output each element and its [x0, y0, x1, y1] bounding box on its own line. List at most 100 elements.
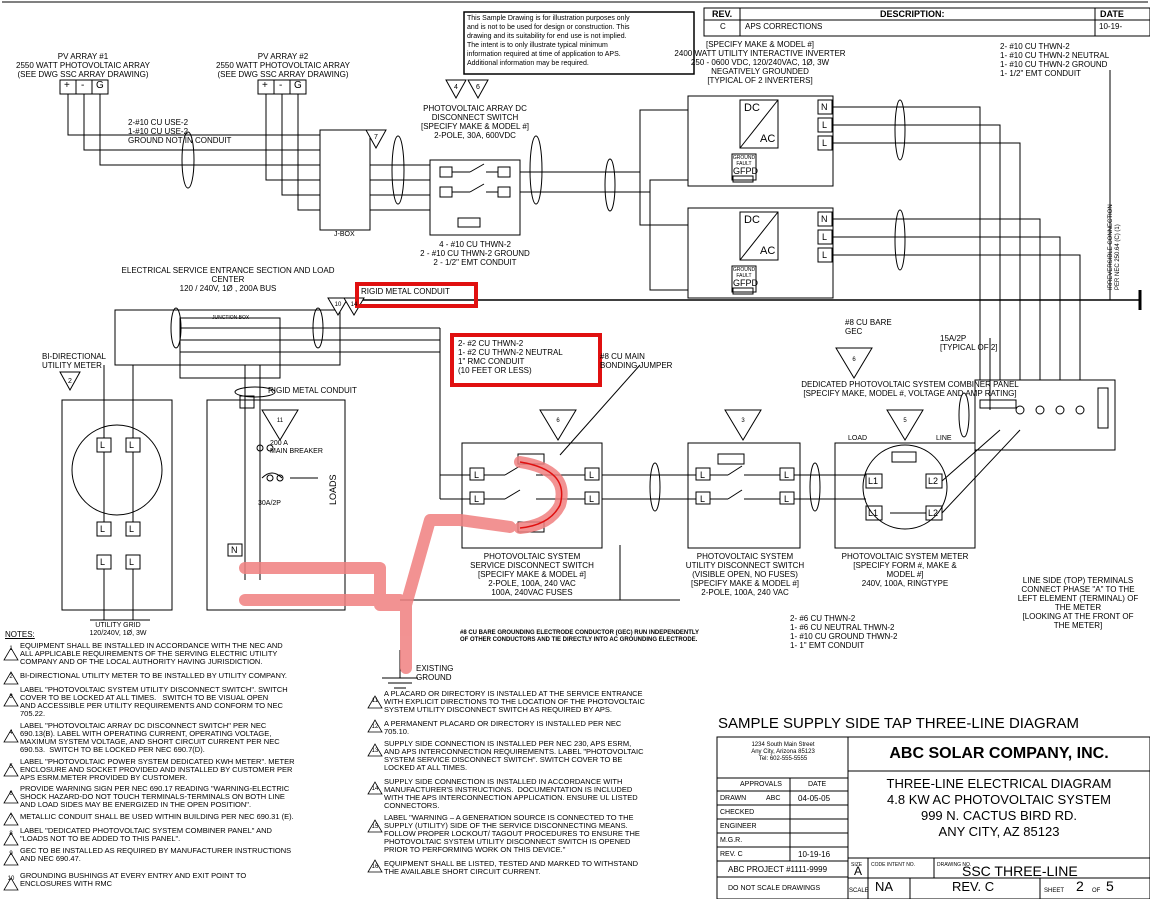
note-text: A PERMANENT PLACARD OR DIRECTORY IS INST…: [384, 719, 622, 736]
rev-row-date: 10-19-: [1099, 22, 1123, 31]
drawn-by: ABC: [766, 795, 781, 802]
note-number: 16: [371, 864, 379, 870]
note-text: LABEL "DEDICATED PHOTOVOLTAIC SYSTEM COM…: [20, 826, 272, 843]
array2-minus-terminal: -: [279, 80, 283, 91]
load-center-n-terminal: N: [231, 545, 238, 555]
flag-10: 10: [334, 302, 342, 308]
flag-6c: 6: [556, 418, 560, 424]
existing-ground-label: EXISTING GROUND: [416, 664, 454, 682]
util-disc-l-left-top: L: [700, 470, 706, 480]
company-address: 1234 South Main Street Any City, Arizona…: [751, 742, 815, 762]
project-number: ABC PROJECT #1111-9999: [728, 865, 828, 874]
note-text: METALLIC CONDUIT SHALL BE USED WITHIN BU…: [20, 812, 294, 821]
main-bonding-jumper-label: #8 CU MAIN BONDING JUMPER: [600, 352, 673, 370]
pv-meter-l1-bot: L1: [868, 508, 879, 518]
engineer-label: ENGINEER: [720, 823, 757, 830]
scale-value: NA: [875, 879, 894, 894]
rev-row-rev: C: [720, 22, 726, 31]
company-name: ABC SOLAR COMPANY, INC.: [889, 745, 1109, 762]
meter-l-upper-right: L: [129, 440, 135, 450]
inverter2-l2-terminal: L: [822, 250, 828, 260]
inverter2-ground-fault: GROUND FAULT: [732, 267, 756, 279]
note-number: 14: [371, 786, 379, 792]
pv-meter-l2-bot: L2: [928, 508, 939, 518]
inverter1-l2-terminal: L: [822, 138, 828, 148]
jbox-label: J-BOX: [334, 231, 355, 238]
note-number: 3: [9, 694, 13, 700]
utility-grid-label: UTILITY GRID 120/240V, 1Ø, 3W: [89, 622, 147, 637]
flag-5: 5: [903, 418, 907, 424]
breaker-15a-label: 15A/2P [TYPICAL OF 2]: [940, 334, 998, 352]
utility-disconnect-label: PHOTOVOLTAIC SYSTEM UTILITY DISCONNECT S…: [685, 552, 805, 597]
note-number: 5: [9, 764, 13, 770]
main-breaker-label: 200 A MAIN BREAKER: [270, 440, 323, 455]
meter-l-upper-left: L: [100, 440, 106, 450]
rev-row-desc: APS CORRECTIONS: [745, 22, 823, 31]
flag-3: 3: [741, 418, 745, 424]
scale-label: SCALE: [849, 888, 869, 894]
approvals-label: APPROVALS: [740, 781, 782, 788]
pv-meter-l1-top: L1: [868, 476, 879, 486]
rev-date: 10-19-16: [798, 850, 831, 859]
drawing-no-label: DRAWING NO.: [937, 862, 972, 868]
flag-7: 7: [374, 134, 378, 141]
diagram-title: SAMPLE SUPPLY SIDE TAP THREE-LINE DIAGRA…: [718, 715, 1079, 732]
rmc-wiring-label: 2- #2 CU THWN-2 1- #2 CU THWN-2 NEUTRAL …: [458, 339, 563, 375]
rev-value: REV. C: [952, 879, 995, 894]
rigid-metal-conduit-lower: RIGID METAL CONDUIT: [268, 386, 357, 395]
junction-box-label: JUNCTION BOX: [212, 315, 250, 321]
load-side-label: LOAD: [848, 435, 868, 442]
notes-title: NOTES:: [5, 630, 35, 639]
flag-4: 4: [454, 84, 458, 91]
util-disc-l-right-top: L: [784, 470, 790, 480]
util-disc-l-right-bot: L: [784, 494, 790, 504]
note-text: LABEL "WARNING – A GENERATION SOURCE IS …: [384, 813, 640, 854]
note-text: BI-DIRECTIONAL UTILITY METER TO BE INSTA…: [20, 671, 288, 680]
svc-disc-l-right-top: L: [589, 470, 595, 480]
note-text: GEC TO BE INSTALLED AS REQUIRED BY MANUF…: [20, 846, 292, 863]
service-disconnect-label: PHOTOVOLTAIC SYSTEM SERVICE DISCONNECT S…: [470, 552, 594, 597]
meter-l-grid-left: L: [100, 557, 106, 567]
note-number: 10: [7, 876, 15, 882]
combiner-panel-label: DEDICATED PHOTOVOLTAIC SYSTEM COMBINER P…: [801, 380, 1019, 398]
note-number: 4: [9, 730, 13, 736]
array1-plus-terminal: +: [64, 80, 70, 91]
pv-meter-l2-top: L2: [928, 476, 939, 486]
bidirectional-meter-label: BI-DIRECTIONAL UTILITY METER: [42, 352, 107, 370]
gec-bare-label: #8 CU BARE GEC: [845, 318, 892, 336]
rigid-metal-conduit-highlight: [355, 282, 478, 308]
note-text: LABEL "PHOTOVOLTAIC POWER SYSTEM DEDICAT…: [20, 757, 295, 782]
rmc-wiring-highlight: [450, 333, 602, 387]
note-text: LABEL "PHOTOVOLTAIC SYSTEM UTILITY DISCO…: [20, 685, 288, 718]
note-text: PROVIDE WARNING SIGN PER NEC 690.17 READ…: [20, 784, 290, 809]
loads-label: LOADS: [328, 474, 338, 505]
inverter1-n-terminal: N: [821, 102, 828, 112]
drawing-no-value: SSC THREE-LINE: [962, 863, 1078, 879]
note-number: 6: [9, 791, 13, 797]
inverter2-l1-terminal: L: [822, 232, 828, 242]
note-text: SUPPLY SIDE CONNECTION IS INSTALLED PER …: [384, 739, 644, 772]
note-number: 1: [9, 646, 13, 652]
drawing-description: THREE-LINE ELECTRICAL DIAGRAM 4.8 KW AC …: [886, 776, 1112, 839]
pv-array-2-label: PV ARRAY #2 2550 WATT PHOTOVOLTAIC ARRAY…: [216, 52, 350, 79]
use2-wiring-label: 2-#10 CU USE-2 1-#10 CU USE-2 GROUND NOT…: [128, 118, 232, 145]
util-disc-l-left-bot: L: [700, 494, 706, 504]
sheet-of: OF: [1092, 888, 1101, 894]
array1-minus-terminal: -: [81, 80, 85, 91]
sheet-total: 5: [1106, 878, 1114, 894]
array1-ground-terminal: G: [96, 80, 104, 91]
irreversible-connection-label: IRREVERSIBLE CONNECTION PER NEC 250.64 (…: [1108, 204, 1121, 290]
size-label: SIZE: [851, 862, 863, 868]
inverter2-ac: AC: [760, 245, 776, 257]
note-number: 11: [371, 698, 379, 704]
inverter1-l1-terminal: L: [822, 120, 828, 130]
note-text: EQUIPMENT SHALL BE INSTALLED IN ACCORDAN…: [20, 641, 283, 666]
thwn-wiring-label: 4 - #10 CU THWN-2 2 - #10 CU THWN-2 GROU…: [420, 240, 530, 267]
inverter1-gfpd: GFPD: [733, 166, 759, 176]
meter-l-grid-right: L: [129, 557, 135, 567]
rev-c-label: REV. C: [720, 851, 743, 858]
pv-array-1-label: PV ARRAY #1 2550 WATT PHOTOVOLTAIC ARRAY…: [16, 52, 150, 79]
mgr-label: M.G.R.: [720, 837, 743, 844]
note-text: EQUIPMENT SHALL BE LISTED, TESTED AND MA…: [384, 859, 639, 876]
